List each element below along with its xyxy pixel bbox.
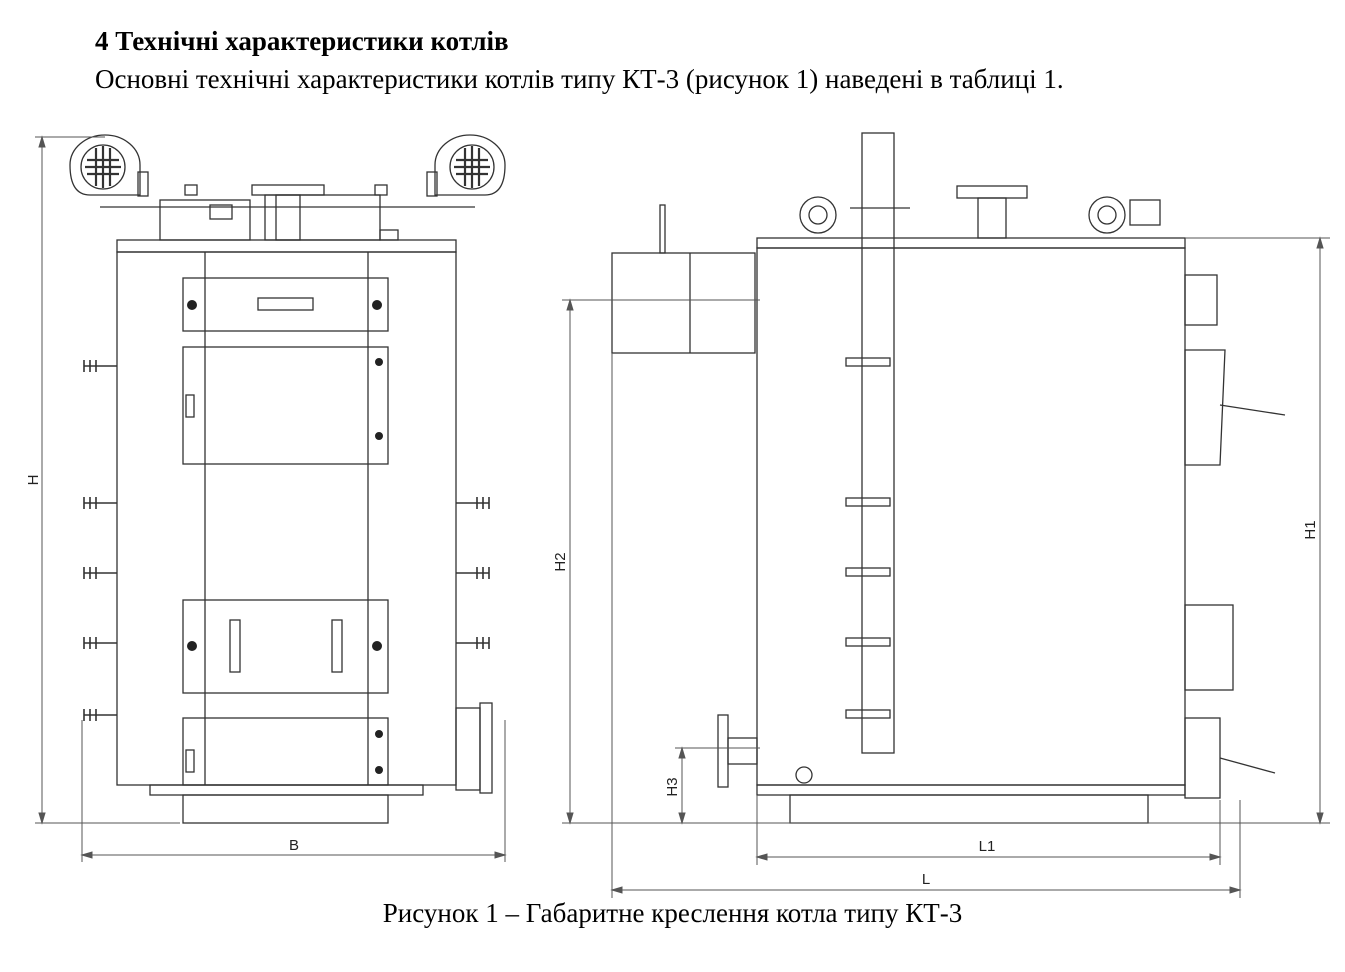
ash-door xyxy=(182,717,389,786)
front-view xyxy=(35,134,507,862)
control-panel xyxy=(159,199,251,241)
fan-right-icon xyxy=(426,134,506,197)
flue-outlet xyxy=(611,252,756,354)
dim-label-l1: L1 xyxy=(979,838,996,855)
middle-door xyxy=(182,599,389,694)
dim-label-h1: H1 xyxy=(1302,520,1319,539)
upper-door xyxy=(182,277,389,332)
dim-label-h: H xyxy=(25,475,42,486)
fan-left-icon xyxy=(69,134,149,197)
dim-label-h3: H3 xyxy=(664,777,681,796)
water-inlet xyxy=(717,714,729,788)
side-flange xyxy=(479,702,493,794)
side-base xyxy=(789,794,1149,824)
loading-door xyxy=(182,346,389,465)
figure-caption: Рисунок 1 – Габаритне креслення котла ти… xyxy=(382,898,963,928)
side-view xyxy=(562,132,1330,898)
dim-label-l: L xyxy=(922,871,930,888)
boiler-base xyxy=(182,794,389,824)
water-jacket-pipe xyxy=(861,132,895,754)
dim-label-h2: H2 xyxy=(552,552,569,571)
loading-door-open xyxy=(1184,349,1226,466)
dim-label-b: B xyxy=(289,837,299,854)
section-intro: Основні технічні характеристики котлів т… xyxy=(95,64,1064,94)
boiler-body-side xyxy=(756,247,1186,786)
section-heading: 4 Технічні характеристики котлів xyxy=(95,26,509,56)
